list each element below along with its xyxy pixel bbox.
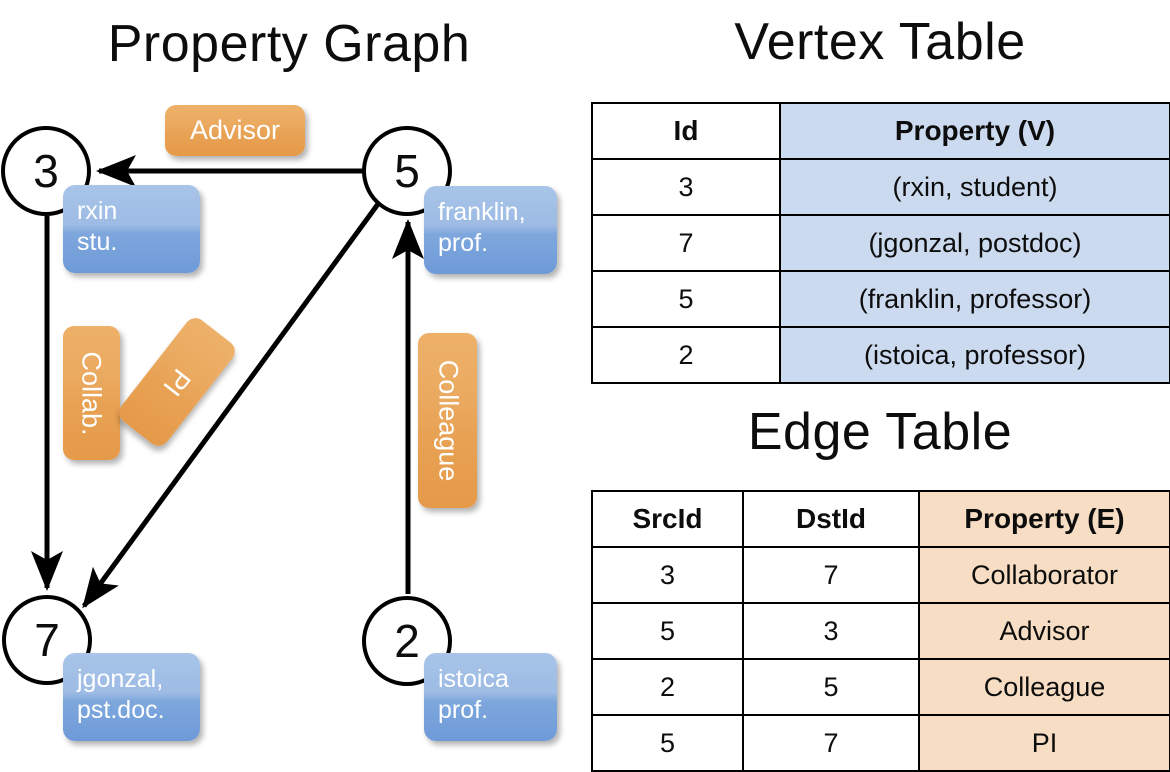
vertex-table-title: Vertex Table: [734, 13, 1026, 71]
vertex-property-5-line1: franklin,: [438, 198, 526, 226]
edge-row-2-dst: 5: [742, 658, 920, 716]
table-row[interactable]: 2 5 Colleague: [591, 658, 1170, 716]
vertex-property-box-3: rxin stu.: [63, 185, 200, 273]
vertex-row-2-property: (franklin, professor): [779, 270, 1170, 328]
edge-row-2-property: Colleague: [918, 658, 1170, 716]
edge-row-2-src: 2: [591, 658, 744, 716]
edge-label-advisor-text: Advisor: [189, 115, 281, 145]
property-graph-diagram: 3 5 7 2 rxin stu. franklin, prof. jgonza…: [0, 0, 585, 760]
edge-table-title: Edge Table: [747, 403, 1013, 461]
vertex-node-2[interactable]: 2: [362, 596, 452, 686]
vertex-property-3-line1: rxin: [77, 197, 118, 225]
edge-table-header-property: Property (E): [918, 490, 1170, 548]
edge-5-to-7-pi: [81, 202, 381, 609]
vertex-node-2-label: 2: [394, 615, 420, 667]
property-graph-title: Property Graph: [107, 15, 471, 73]
edge-label-collab-text: Collab.: [77, 350, 108, 436]
vertex-table-header-row: Id Property (V): [591, 102, 1170, 160]
edge-row-0-dst: 7: [742, 546, 920, 604]
edge-row-0-property: Collaborator: [918, 546, 1170, 604]
vertex-property-7-line2: pst.doc.: [77, 696, 165, 724]
vertex-row-0-property: (rxin, student): [779, 158, 1170, 216]
vertex-row-2-id: 5: [591, 270, 781, 328]
table-row[interactable]: 3 7 Collaborator: [591, 546, 1170, 604]
edge-label-colleague: Colleague: [418, 333, 477, 508]
vertex-table-header-id: Id: [591, 102, 781, 160]
vertex-table-header-property: Property (V): [779, 102, 1170, 160]
edge-row-1-property: Advisor: [918, 602, 1170, 660]
edge-row-3-property: PI: [918, 714, 1170, 772]
edge-table-header-row: SrcId DstId Property (E): [591, 490, 1170, 548]
vertex-property-3-line2: stu.: [77, 228, 118, 256]
table-row[interactable]: 3 (rxin, student): [591, 158, 1170, 216]
table-row[interactable]: 5 7 PI: [591, 714, 1170, 772]
graph-edges-layer: [31, 155, 424, 609]
edge-label-collab: Collab.: [63, 326, 120, 460]
table-row[interactable]: 5 (franklin, professor): [591, 270, 1170, 328]
vertex-row-1-property: (jgonzal, postdoc): [779, 214, 1170, 272]
vertex-property-5-line2: prof.: [438, 229, 489, 257]
table-row[interactable]: 2 (istoica, professor): [591, 326, 1170, 384]
vertex-row-3-property: (istoica, professor): [779, 326, 1170, 384]
vertex-node-5-label: 5: [394, 145, 420, 197]
edge-label-pi-text: PI: [157, 363, 198, 402]
vertex-property-7-line1: jgonzal,: [77, 665, 164, 693]
edge-row-0-src: 3: [591, 546, 744, 604]
edge-table-header-dstid: DstId: [742, 490, 920, 548]
vertex-property-box-2: istoica prof.: [424, 653, 557, 741]
vertex-node-3-label: 3: [33, 145, 59, 197]
vertex-row-3-id: 2: [591, 326, 781, 384]
edge-row-3-dst: 7: [742, 714, 920, 772]
edge-table: SrcId DstId Property (E) 3 7 Collaborato…: [591, 490, 1170, 772]
table-row[interactable]: 7 (jgonzal, postdoc): [591, 214, 1170, 272]
vertex-node-7-label: 7: [34, 614, 60, 666]
edge-label-colleague-text: Colleague: [433, 359, 463, 482]
vertex-property-2-line1: istoica: [438, 665, 509, 693]
edge-table-header-srcid: SrcId: [591, 490, 744, 548]
edge-row-1-src: 5: [591, 602, 744, 660]
table-row[interactable]: 5 3 Advisor: [591, 602, 1170, 660]
vertex-row-1-id: 7: [591, 214, 781, 272]
edge-row-3-src: 5: [591, 714, 744, 772]
edge-row-1-dst: 3: [742, 602, 920, 660]
vertex-table: Id Property (V) 3 (rxin, student) 7 (jgo…: [591, 102, 1170, 384]
edge-label-advisor: Advisor: [165, 105, 305, 156]
vertex-property-box-5: franklin, prof.: [424, 186, 557, 274]
vertex-node-5[interactable]: 5: [362, 126, 452, 216]
vertex-property-2-line2: prof.: [438, 696, 489, 724]
vertex-property-box-7: jgonzal, pst.doc.: [63, 653, 200, 741]
vertex-row-0-id: 3: [591, 158, 781, 216]
